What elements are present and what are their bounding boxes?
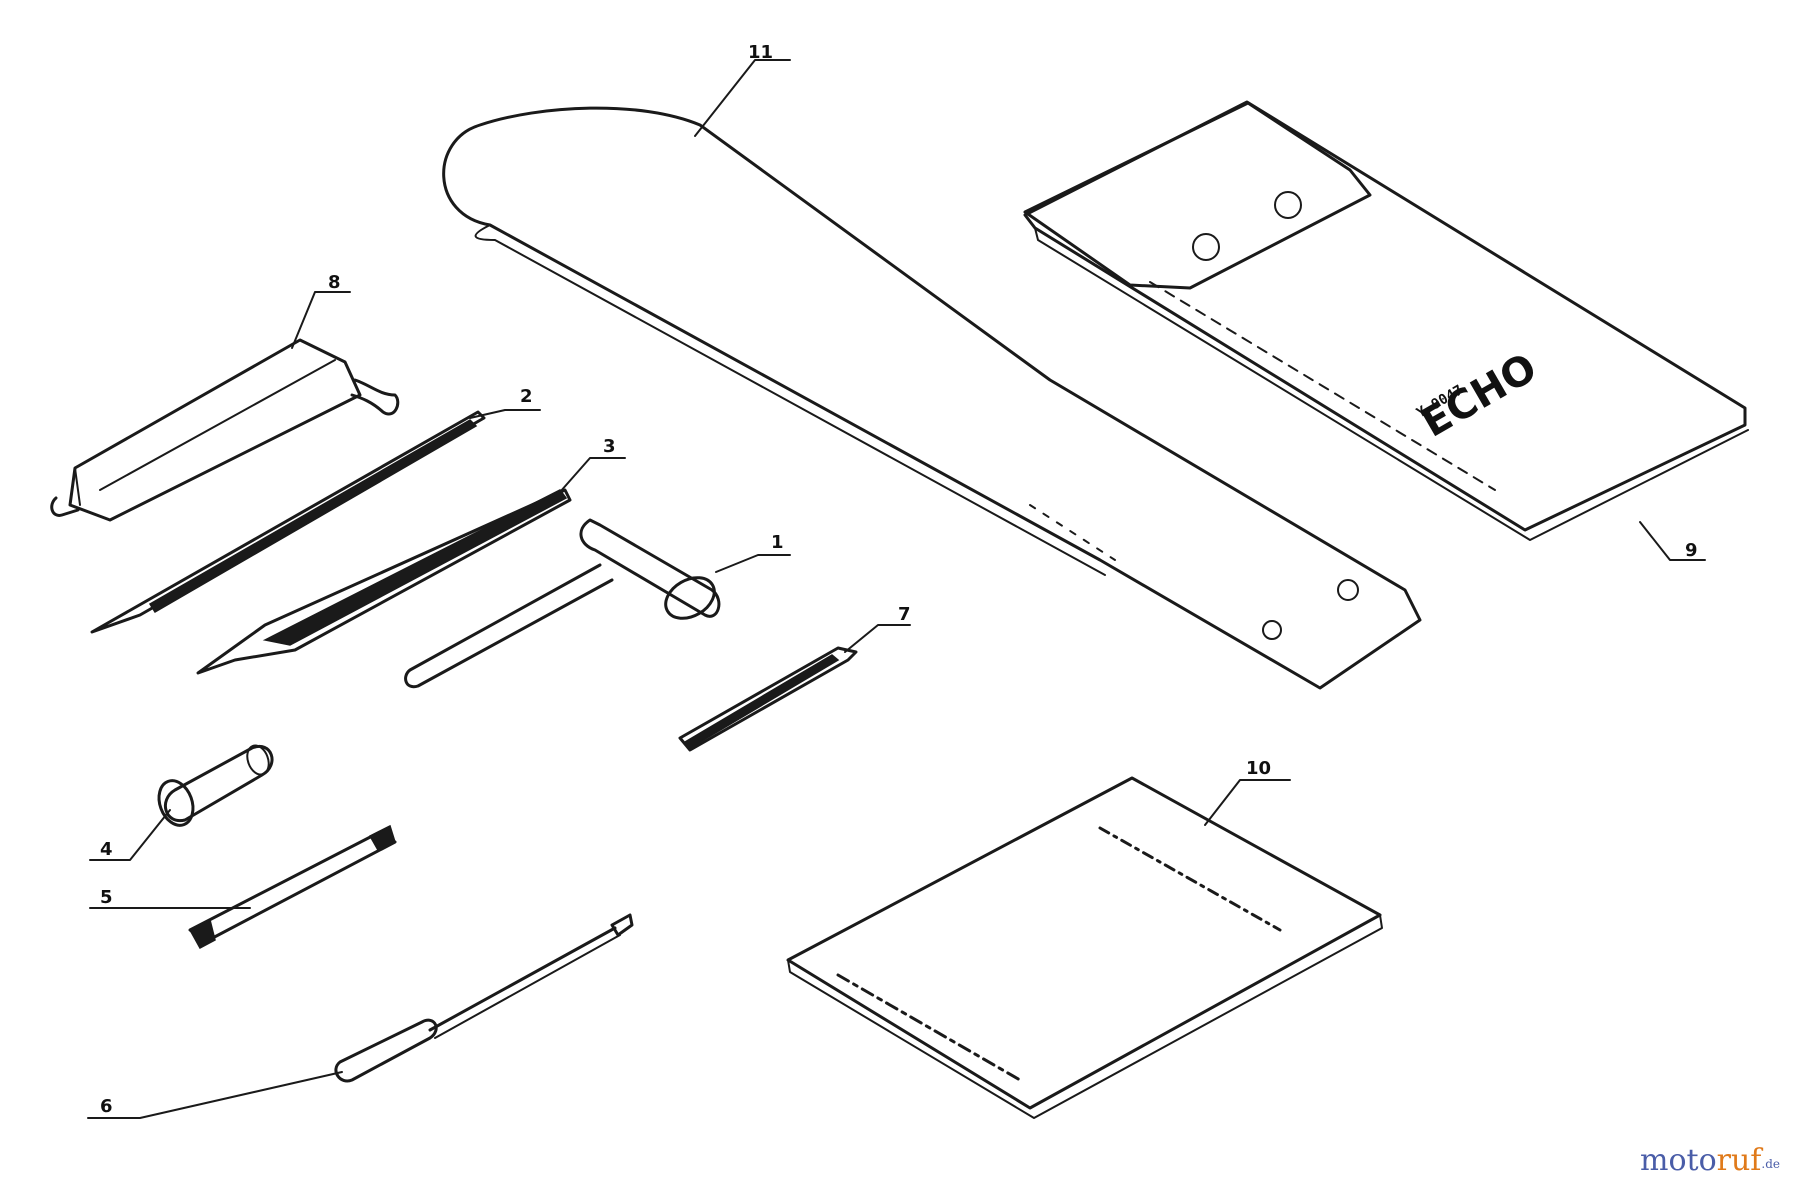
hex-key-shank xyxy=(683,654,840,749)
round-file xyxy=(90,410,486,634)
callout-5: 5 xyxy=(100,887,113,908)
callout-10: 10 xyxy=(1246,758,1271,779)
round-file-teeth xyxy=(148,419,478,614)
flat-file-teeth xyxy=(262,489,568,646)
callout-8-top: 8 xyxy=(328,272,341,293)
depth-gauge-tool xyxy=(188,824,397,950)
callout-3: 3 xyxy=(603,436,616,457)
file-holder xyxy=(50,338,400,522)
callout-6: 6 xyxy=(100,1096,113,1117)
callout-7: 7 xyxy=(898,604,911,625)
svg-text:motoruf.de: motoruf.de xyxy=(1640,1143,1780,1178)
operators-manual xyxy=(786,776,1383,1119)
watermark-ruf: ruf xyxy=(1717,1143,1764,1178)
socket-opening xyxy=(664,576,716,620)
tool-pouch: ECHO Y-9047 xyxy=(1023,100,1749,541)
callout-1: 1 xyxy=(771,532,784,553)
guard-rivet xyxy=(1262,620,1282,640)
pouch-snap xyxy=(1274,191,1302,219)
screwdriver xyxy=(334,913,634,1083)
guard-rivet xyxy=(1337,579,1359,601)
hex-key xyxy=(678,646,858,752)
watermark-moto: moto xyxy=(1640,1143,1717,1178)
socket-wrench xyxy=(404,518,721,689)
callout-2: 2 xyxy=(520,386,533,407)
file-handle xyxy=(157,744,274,827)
callouts: 11 9 8 2 3 1 7 4 5 6 10 xyxy=(87,42,1706,1119)
callout-11: 11 xyxy=(748,42,773,63)
watermark-tld: .de xyxy=(1761,1157,1780,1171)
flat-file xyxy=(196,488,572,675)
bar-guard xyxy=(442,106,1422,690)
callout-4: 4 xyxy=(100,839,113,860)
pouch-snap xyxy=(1192,233,1220,261)
callout-9: 9 xyxy=(1685,540,1698,561)
watermark-logo: motoruf.de xyxy=(1640,1143,1780,1178)
